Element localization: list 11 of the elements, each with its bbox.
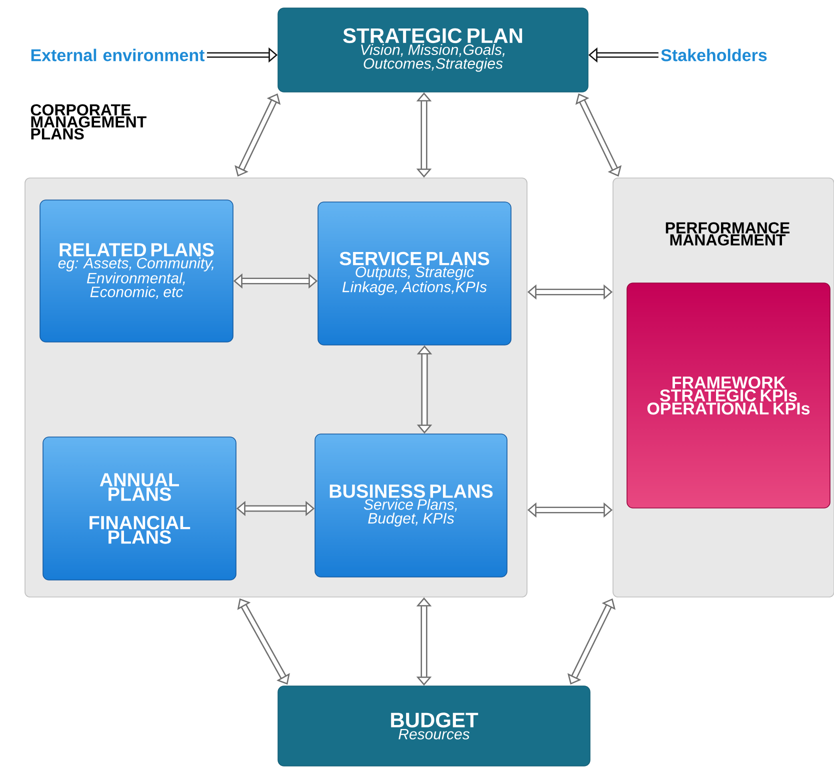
plan-box: BUSINESS PLANS Service Plans, Budget, KPIs [314, 434, 508, 578]
plan-box: ANNUAL PLANS FINANCIAL PLANS [42, 436, 236, 580]
plan-box: STRATEGIC PLAN Vision, Mission,Goals, Outcomes,Strategies [278, 8, 588, 92]
framework-box: FRAMEWORK STRATEGIC KPIs OPERATIONAL KPIs [626, 282, 830, 508]
label-text: External environment [31, 48, 205, 62]
label-text: Stakeholders [661, 48, 767, 62]
panel-heading: CORPORATE MANAGEMENT PLANS [30, 104, 146, 140]
plan-box: SERVICE PLANS Outputs, Strategic Linkage, Actions,KPIs [318, 202, 512, 346]
plan-box: BUDGET Resources [278, 686, 590, 766]
plan-box: RELATED PLANS eg: Assets, Community, Environmental, Economic, etc [40, 200, 234, 342]
panel-heading: PERFORMANCE MANAGEMENT [666, 222, 790, 246]
